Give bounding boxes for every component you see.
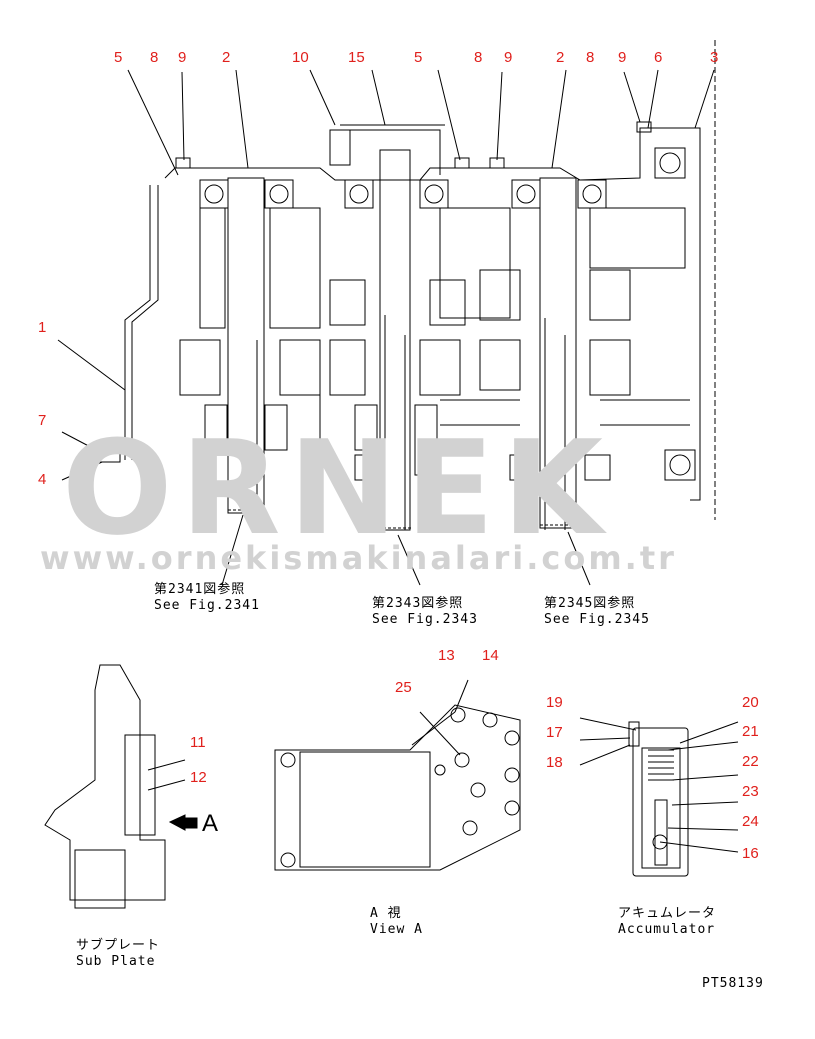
callout-18: 18 (546, 754, 563, 771)
reference-jp: 第2341図参照 (154, 582, 246, 597)
callout-8: 8 (150, 49, 159, 66)
reference-fig-2345: 第2345図参照 See Fig.2345 (544, 596, 650, 628)
callout-9c: 9 (618, 49, 627, 66)
reference-fig-2341: 第2341図参照 See Fig.2341 (154, 582, 260, 614)
callout-3: 3 (710, 49, 719, 66)
callout-22: 22 (742, 753, 759, 770)
callout-21: 21 (742, 723, 759, 740)
reference-en: See Fig.2341 (154, 598, 260, 613)
view-a-caption: A 視 View A (370, 906, 423, 938)
accumulator-caption: アキュムレータ Accumulator (618, 906, 716, 938)
watermark-brand: ORNEK (62, 412, 611, 564)
callout-13: 13 (438, 647, 455, 664)
reference-en: See Fig.2345 (544, 612, 650, 627)
caption-en: Sub Plate (76, 954, 156, 969)
caption-jp: サブプレート (76, 938, 161, 953)
callout-25: 25 (395, 679, 412, 696)
callout-11: 11 (190, 734, 206, 751)
sub-plate-drawing (44, 664, 198, 909)
callout-23: 23 (742, 783, 759, 800)
callout-2b: 2 (556, 49, 565, 66)
caption-en: Accumulator (618, 922, 716, 937)
leader-lines (57, 69, 739, 853)
view-a-plate-drawing (274, 704, 521, 871)
callout-8c: 8 (586, 49, 595, 66)
callout-17: 17 (546, 724, 563, 741)
callout-15: 15 (348, 49, 365, 66)
caption-jp: アキュムレータ (618, 906, 717, 921)
callout-7: 7 (38, 412, 47, 429)
callout-12: 12 (190, 769, 207, 786)
caption-en: View A (370, 922, 423, 937)
callout-2: 2 (222, 49, 231, 66)
callout-9b: 9 (504, 49, 513, 66)
callout-24: 24 (742, 813, 759, 830)
callout-9: 9 (178, 49, 187, 66)
bearings-bottom (204, 404, 611, 481)
callout-16: 16 (742, 845, 759, 862)
reference-jp: 第2345図参照 (544, 596, 636, 611)
view-arrow-label: A (202, 810, 220, 837)
reference-jp: 第2343図参照 (372, 596, 464, 611)
callout-20: 20 (742, 694, 759, 711)
callout-1: 1 (38, 319, 47, 336)
callout-19: 19 (546, 694, 563, 711)
figure-id: PT58139 (702, 976, 764, 991)
caption-jp: A 視 (370, 906, 402, 921)
callout-8b: 8 (474, 49, 483, 66)
reference-en: See Fig.2343 (372, 612, 478, 627)
reference-fig-2343: 第2343図参照 See Fig.2343 (372, 596, 478, 628)
sub-plate-caption: サブプレート Sub Plate (76, 938, 160, 970)
clutch-packs (179, 269, 690, 426)
callout-14: 14 (482, 647, 499, 664)
callout-6: 6 (654, 49, 663, 66)
callout-10: 10 (292, 49, 309, 66)
shafts (199, 149, 686, 531)
accumulator-drawing (628, 721, 689, 877)
callout-4: 4 (38, 471, 47, 488)
callout-5: 5 (114, 49, 123, 66)
callout-5b: 5 (414, 49, 423, 66)
watermark-url: www.ornekismakinalari.com.tr (40, 539, 677, 577)
valve-body-assembly (99, 40, 716, 531)
